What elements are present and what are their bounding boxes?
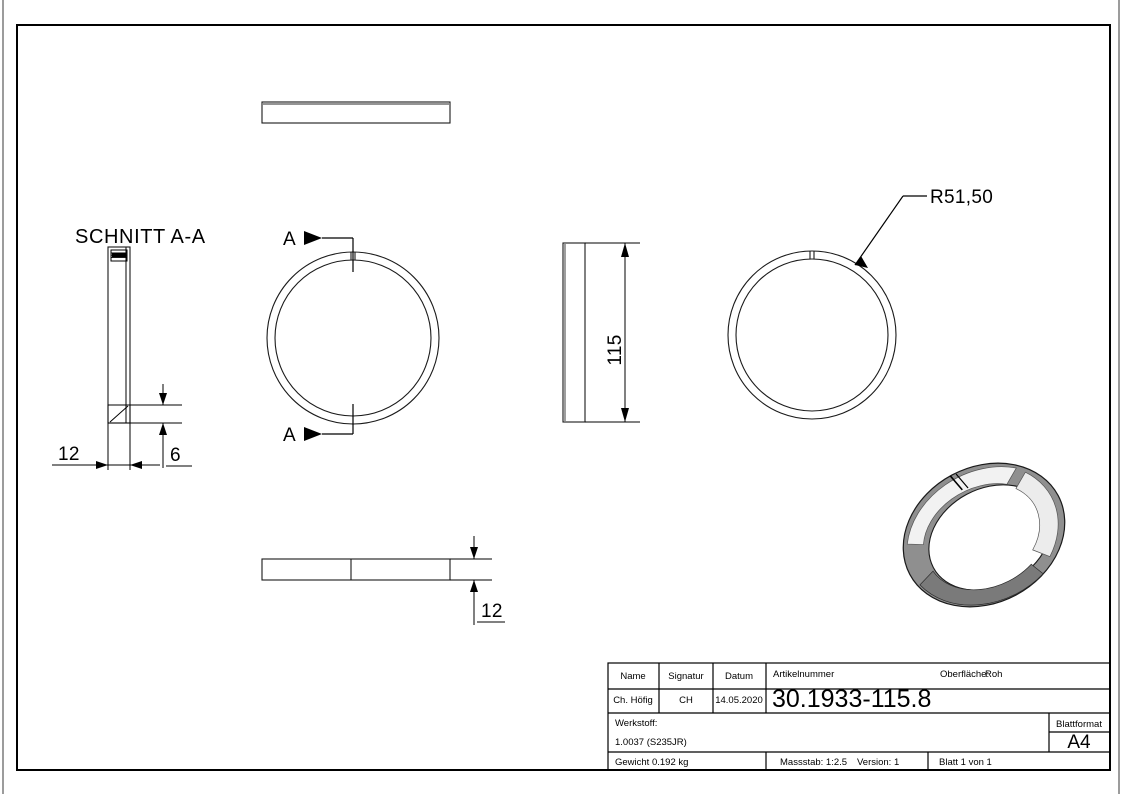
- radius-callout: R51,50: [854, 187, 993, 268]
- section-view-title: SCHNITT A-A: [75, 226, 206, 248]
- front-ring-view: A A: [266, 229, 440, 446]
- dim-115: 115: [585, 242, 640, 423]
- dim-115-label: 115: [605, 334, 626, 365]
- dim-6: 6: [130, 384, 192, 468]
- tb-value-version: Version: 1: [857, 757, 899, 768]
- section-letter-bottom: A: [283, 425, 296, 446]
- tb-header-signatur: Signatur: [668, 671, 703, 682]
- tb-value-signatur: CH: [679, 695, 693, 706]
- tb-header-artikelnummer: Artikelnummer: [773, 669, 834, 680]
- dim-12-bottom-label: 12: [481, 601, 503, 622]
- tb-header-blattformat: Blattformat: [1056, 719, 1102, 730]
- section-letter-top: A: [283, 229, 296, 250]
- tb-value-datum: 14.05.2020: [715, 695, 763, 706]
- dim-12-left: 12: [52, 423, 160, 470]
- tb-value-oberflaeche: Roh: [985, 669, 1002, 680]
- tb-header-datum: Datum: [725, 671, 753, 682]
- tb-header-name: Name: [620, 671, 645, 682]
- tb-value-blattformat: A4: [1067, 732, 1091, 753]
- tb-value-name: Ch. Höfig: [613, 695, 653, 706]
- dim-12-bottom: 12: [450, 536, 505, 625]
- side-edge-view: 115: [562, 242, 640, 423]
- tb-value-werkstoff: 1.0037 (S235JR): [615, 737, 687, 748]
- radius-label: R51,50: [930, 187, 993, 208]
- tb-value-gewicht: Gewicht 0.192 kg: [615, 757, 688, 768]
- tb-header-werkstoff: Werkstoff:: [615, 718, 657, 729]
- tb-value-massstab: Massstab: 1:2.5: [780, 757, 847, 768]
- section-view-aa: SCHNITT A-A 12: [52, 226, 206, 470]
- section-arrow-top: A: [283, 229, 354, 272]
- tb-value-blatt: Blatt 1 von 1: [939, 757, 992, 768]
- isometric-ring-view: [902, 462, 1066, 608]
- title-block: Name Signatur Datum Artikelnummer Oberfl…: [607, 662, 1111, 771]
- tb-header-oberflaeche: Oberfläche:: [940, 669, 989, 680]
- top-edge-view: [261, 101, 451, 124]
- ring-split-gap: [949, 473, 969, 491]
- dim-12-left-label: 12: [58, 444, 80, 465]
- section-arrow-bottom: A: [283, 404, 354, 446]
- tb-value-artikelnummer: 30.1933-115.8: [772, 685, 931, 713]
- bottom-edge-view: 12: [261, 536, 505, 625]
- dim-6-label: 6: [170, 445, 181, 466]
- right-ring-view: R51,50: [727, 187, 993, 420]
